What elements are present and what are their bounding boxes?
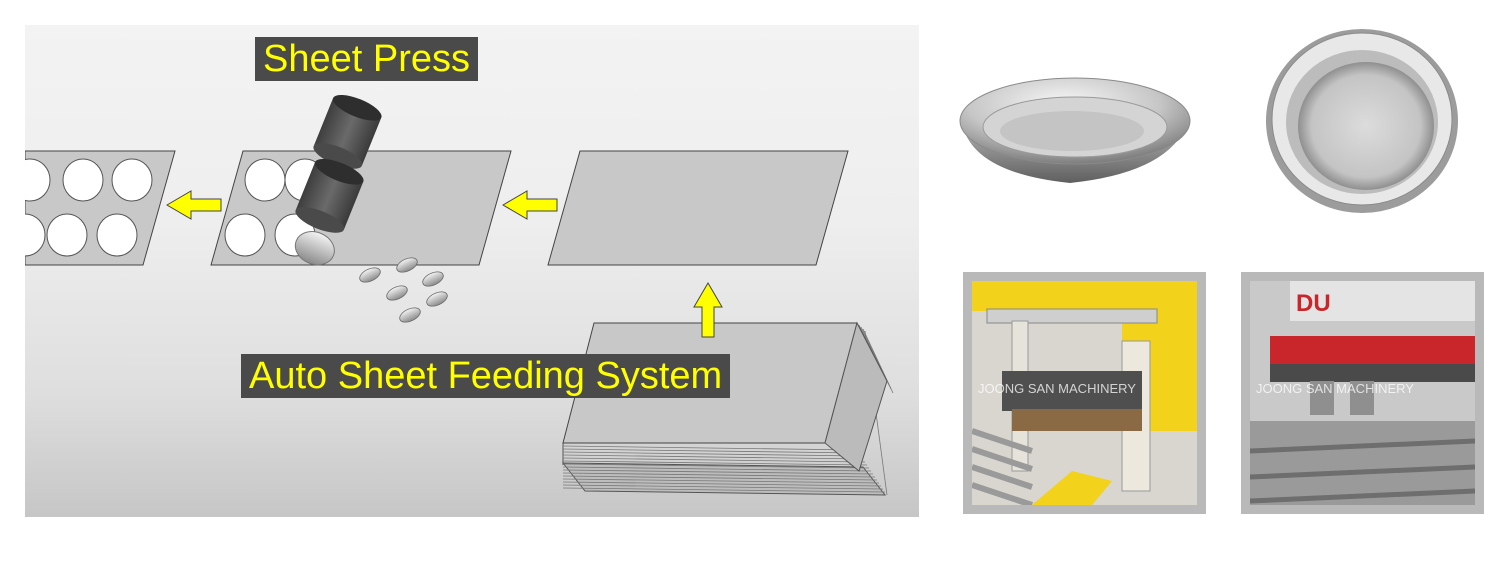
- machine-photo-press: DU JOONG SAN MACHINERY: [1241, 272, 1484, 514]
- up-arrow-icon: [693, 282, 723, 338]
- watermark-text: JOONG SAN MACHINERY: [978, 381, 1136, 396]
- machine-photo-feeder: JOONG SAN MACHINERY: [963, 272, 1206, 514]
- formed-cups: [359, 257, 448, 323]
- machine-sign: DU: [1296, 290, 1331, 317]
- punched-sheet: [25, 150, 176, 266]
- sheet-stack: [561, 321, 894, 496]
- left-arrow-icon: [502, 190, 558, 220]
- process-diagram: Sheet Press Auto Sheet Feeding System: [25, 25, 919, 517]
- product-cup-top-photo: [1262, 26, 1462, 216]
- press-head-icon: [294, 94, 382, 266]
- auto-sheet-feeding-label: Auto Sheet Feeding System: [241, 354, 731, 398]
- process-diagram-svg: [25, 94, 894, 496]
- watermark-text: JOONG SAN MACHINERY: [1256, 381, 1414, 396]
- left-arrow-icon: [166, 190, 222, 220]
- product-cup-side-photo: [950, 65, 1200, 205]
- pressed-sheet: [210, 150, 512, 266]
- sheet-press-label: Sheet Press: [255, 37, 478, 81]
- blank-sheet: [547, 150, 849, 266]
